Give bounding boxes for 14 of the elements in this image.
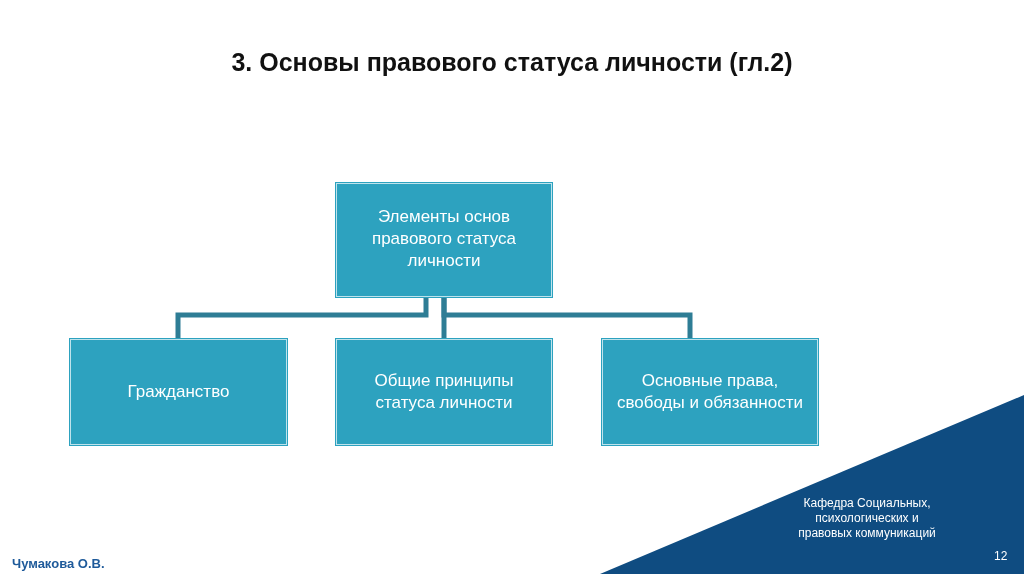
category-box [336, 183, 552, 297]
box-text: Основные права, свободы и обязанности [616, 369, 804, 414]
box-text: Общие принципы статуса личности [373, 369, 515, 414]
category-box [70, 339, 287, 445]
slide-title: 3. Основы правового статуса личности (гл.2) [230, 48, 794, 77]
box-text: Элементы основ правового статуса личности [370, 206, 518, 273]
department-text: Кафедра Социальных, психологических и правовых коммуникаций [797, 496, 937, 541]
category-box [602, 339, 818, 445]
page-number: 12 [994, 549, 1008, 563]
box-text: Гражданство [127, 380, 230, 403]
category-box [336, 339, 552, 445]
connector-line [175, 297, 429, 339]
connector-line [441, 297, 693, 339]
author-name: Чумакова О.В. [12, 556, 105, 571]
